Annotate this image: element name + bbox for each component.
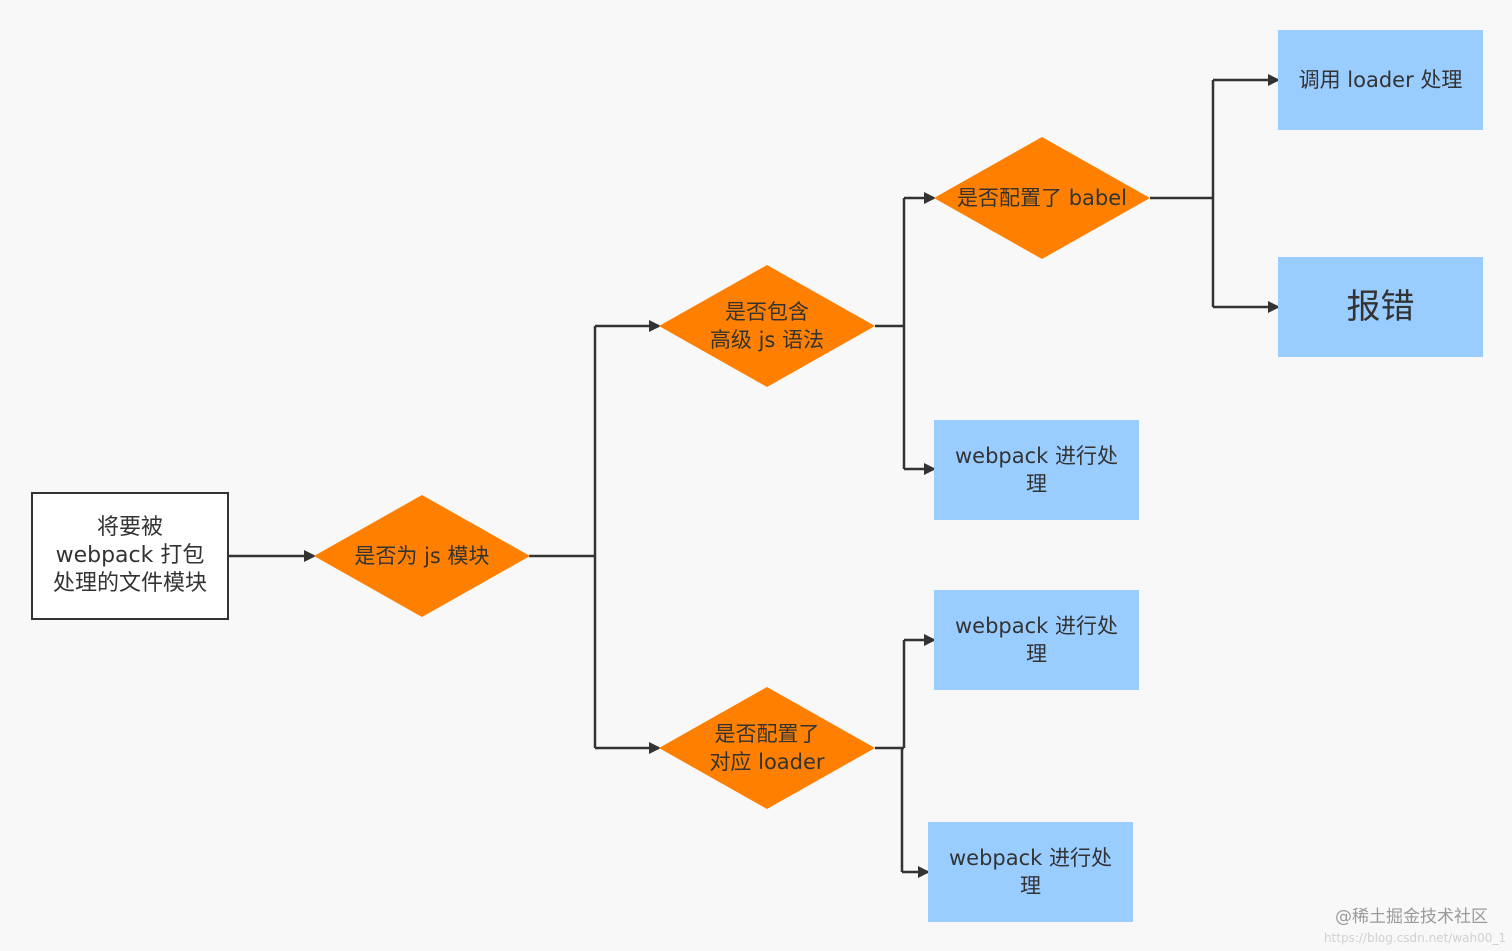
watermark-url: https://blog.csdn.net/wah00_1 — [1323, 931, 1506, 945]
decision-shape — [314, 495, 530, 617]
watermark-site: @稀土掘金技术社区 — [1335, 907, 1488, 927]
decision-shape — [659, 687, 875, 809]
decision-is-js-module-label: 是否为 js 模块 — [354, 544, 490, 568]
decision-has-loader-config-label: 是否配置了 对应 loader — [709, 722, 825, 774]
decision-is-js-module: 是否为 js 模块 — [314, 495, 530, 617]
decision-shape — [934, 137, 1150, 259]
decision-has-babel-label: 是否配置了 babel — [957, 186, 1127, 210]
decision-has-babel: 是否配置了 babel — [934, 137, 1150, 259]
decision-has-advanced-js-label: 是否包含 高级 js 语法 — [709, 300, 825, 352]
process-webpack-handle-2: webpack 进行处 理 — [934, 590, 1139, 690]
process-call-loader: 调用 loader 处理 — [1278, 30, 1483, 130]
decision-has-advanced-js: 是否包含 高级 js 语法 — [659, 265, 875, 387]
process-webpack-handle-3: webpack 进行处 理 — [928, 822, 1133, 922]
decision-has-loader-config: 是否配置了 对应 loader — [659, 687, 875, 809]
process-webpack-handle-1: webpack 进行处 理 — [934, 420, 1139, 520]
process-report-error: 报错 — [1278, 257, 1483, 357]
start-node: 将要被 webpack 打包 处理的文件模块 — [31, 492, 229, 620]
decision-shape — [659, 265, 875, 387]
